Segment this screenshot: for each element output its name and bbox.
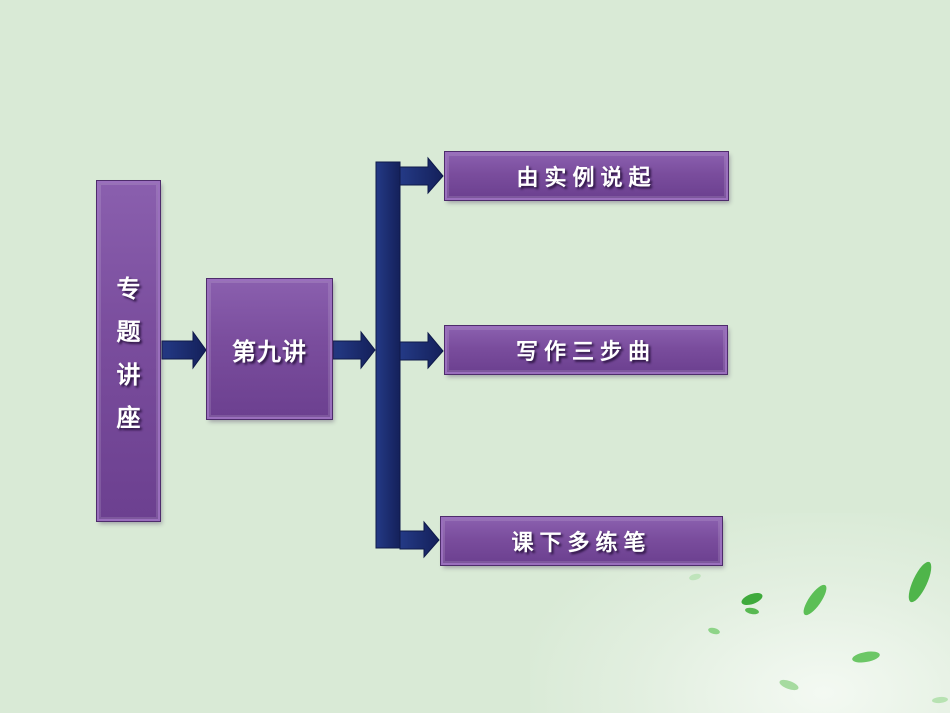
root-char: 题 <box>116 318 141 346</box>
arrow-root-to-middle <box>161 330 207 370</box>
root-label: 专 题 讲 座 <box>117 269 141 433</box>
branch-label-3: 课下多练笔 <box>511 531 652 556</box>
middle-label: 第九讲 <box>232 337 307 366</box>
arrow-to-branch-2 <box>399 331 444 370</box>
arrow-to-branch-3 <box>399 520 440 559</box>
root-char: 座 <box>116 404 141 432</box>
branch-label-2: 写作三步曲 <box>515 340 656 365</box>
middle-box: 第九讲 <box>206 278 333 420</box>
arrow-to-branch-1 <box>399 156 444 195</box>
root-char: 专 <box>116 275 141 303</box>
root-char: 讲 <box>116 361 141 389</box>
branch-box-2: 写作三步曲 <box>444 325 728 375</box>
branch-trunk <box>375 161 401 549</box>
branch-box-1: 由实例说起 <box>444 151 729 201</box>
arrow-middle-to-trunk <box>332 330 376 370</box>
branch-box-3: 课下多练笔 <box>440 516 723 566</box>
branch-label-1: 由实例说起 <box>516 166 657 191</box>
root-box: 专 题 讲 座 <box>96 180 161 522</box>
